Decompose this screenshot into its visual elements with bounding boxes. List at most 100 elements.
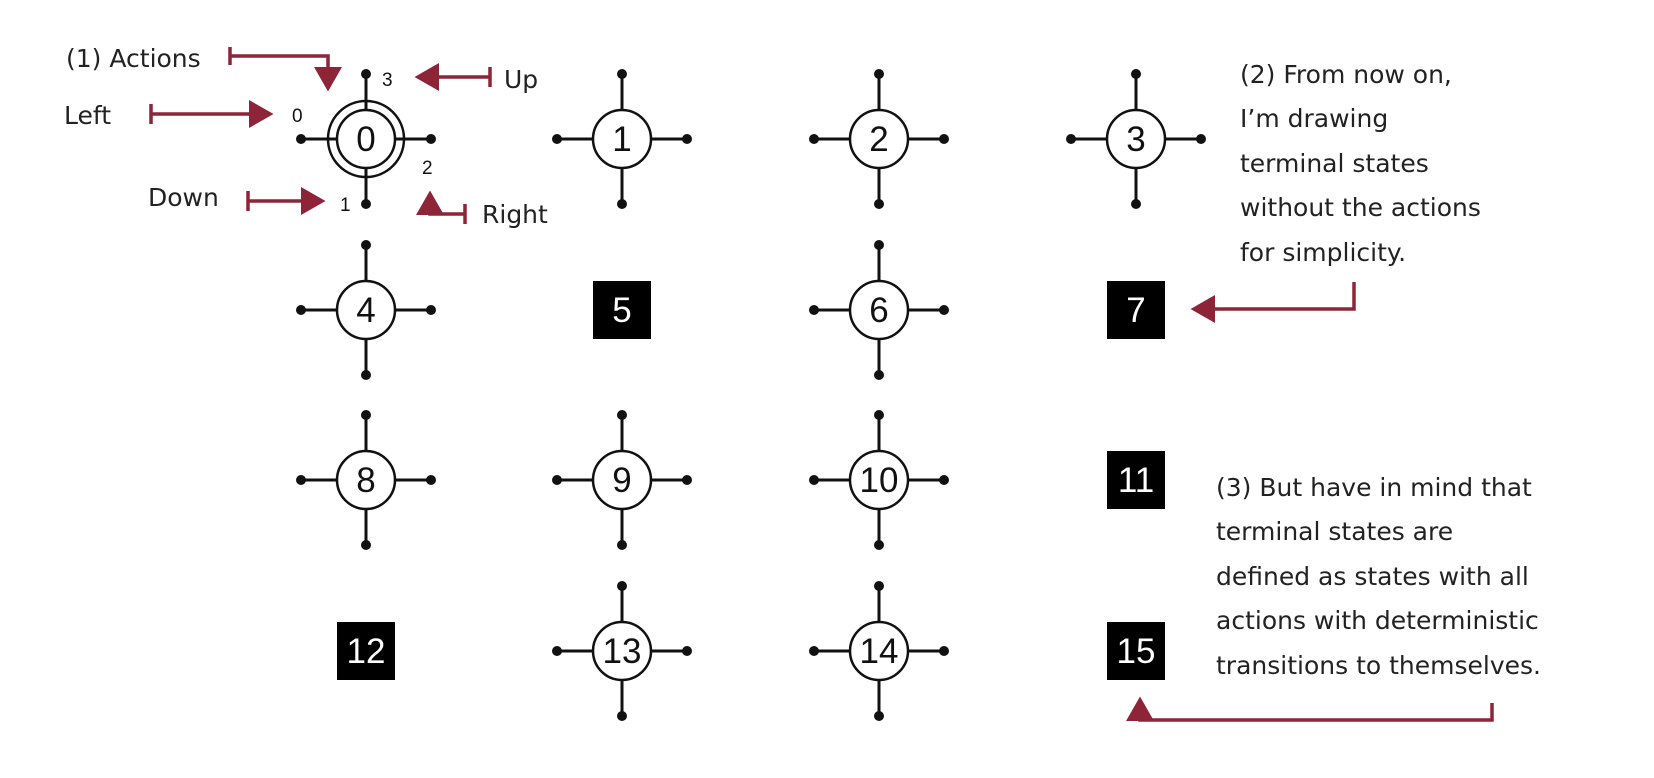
state-label: 7 — [1126, 291, 1145, 330]
up-arrow — [418, 67, 492, 87]
state-label: 13 — [603, 632, 642, 671]
state-circle — [335, 108, 397, 170]
action-endpoint — [296, 305, 306, 315]
action-endpoint — [296, 134, 306, 144]
action-endpoint — [809, 305, 819, 315]
action-endpoint — [552, 475, 562, 485]
state-label: 4 — [356, 291, 375, 330]
state-label: 9 — [612, 461, 631, 500]
state-circle — [591, 108, 653, 170]
action-endpoint — [874, 240, 884, 250]
note2-line: for simplicity. — [1240, 238, 1406, 267]
annotation-arrows — [149, 47, 1494, 720]
action-endpoint — [1131, 199, 1141, 209]
action-endpoint — [809, 134, 819, 144]
note3-line: transitions to themselves. — [1216, 651, 1541, 680]
actions-label: (1) Actions — [66, 44, 201, 73]
action-endpoint — [874, 199, 884, 209]
action-endpoint — [682, 475, 692, 485]
action-endpoint — [617, 711, 627, 721]
terminal-state: 12 — [337, 622, 395, 680]
state-label: 1 — [612, 120, 631, 159]
state-circle — [591, 449, 653, 511]
state-circle — [848, 108, 910, 170]
note2-arrow — [1194, 282, 1356, 309]
note2-line: without the actions — [1240, 193, 1481, 222]
action-endpoint — [617, 581, 627, 591]
actions-arrow — [228, 47, 328, 88]
terminal-state: 11 — [1107, 451, 1165, 509]
state-label: 11 — [1118, 461, 1154, 500]
action-endpoint — [617, 540, 627, 550]
action-endpoint — [552, 646, 562, 656]
state-label: 15 — [1117, 632, 1156, 671]
action-endpoint — [939, 305, 949, 315]
action-endpoint — [682, 646, 692, 656]
state-node: 6 — [809, 240, 949, 380]
note2-line: I’m drawing — [1240, 104, 1388, 133]
terminal-box — [1107, 281, 1165, 339]
action-endpoint — [874, 370, 884, 380]
state-circle — [1105, 108, 1167, 170]
note-terminal-definition: (3) But have in mind that terminal state… — [1216, 473, 1541, 680]
left-label: Left — [64, 101, 111, 130]
action-endpoint — [361, 240, 371, 250]
action-endpoint — [874, 581, 884, 591]
state-label: 5 — [612, 291, 631, 330]
action-endpoint — [426, 134, 436, 144]
action-endpoint — [939, 646, 949, 656]
state-label: 10 — [860, 461, 899, 500]
action-index-up: 3 — [382, 70, 393, 91]
state-label: 0 — [356, 120, 375, 159]
left-arrow — [149, 104, 270, 124]
state-circle — [335, 449, 397, 511]
note2-line: terminal states — [1240, 149, 1429, 178]
state-circle — [591, 620, 653, 682]
action-endpoint — [1131, 69, 1141, 79]
state-circle — [848, 620, 910, 682]
action-endpoint — [426, 475, 436, 485]
right-label: Right — [482, 200, 548, 229]
action-endpoint — [874, 711, 884, 721]
terminal-box — [593, 281, 651, 339]
action-endpoint — [939, 475, 949, 485]
action-endpoint — [617, 199, 627, 209]
state-node: 4 — [296, 240, 436, 380]
state-node: 10 — [809, 410, 949, 550]
state-node: 2 — [809, 69, 949, 209]
action-endpoint — [361, 199, 371, 209]
state-circle — [848, 279, 910, 341]
note3-line: actions with deterministic — [1216, 606, 1539, 635]
start-ring — [326, 99, 406, 179]
action-endpoint — [1196, 134, 1206, 144]
note-terminal-drawing: (2) From now on, I’m drawing terminal st… — [1240, 60, 1481, 267]
action-index-right: 2 — [422, 158, 433, 179]
terminal-state: 15 — [1107, 622, 1165, 680]
state-node: 8 — [296, 410, 436, 550]
note3-line: terminal states are — [1216, 517, 1453, 546]
state-node: 3 — [1066, 69, 1206, 209]
state-label: 2 — [869, 120, 888, 159]
state-circle — [848, 449, 910, 511]
down-arrow — [246, 191, 322, 211]
state-label: 14 — [860, 632, 899, 671]
action-endpoint — [361, 410, 371, 420]
action-index-left: 0 — [292, 106, 303, 127]
terminal-state: 5 — [593, 281, 651, 339]
action-endpoint — [682, 134, 692, 144]
action-endpoint — [617, 69, 627, 79]
state-node: 1 — [552, 69, 692, 209]
action-endpoint — [426, 305, 436, 315]
state-node: 13 — [552, 581, 692, 721]
terminal-box — [1107, 451, 1165, 509]
terminal-box — [337, 622, 395, 680]
state-node: 0 — [296, 69, 436, 209]
note3-line: defined as states with all — [1216, 562, 1529, 591]
action-endpoint — [361, 540, 371, 550]
note3-arrow — [1140, 700, 1494, 720]
action-index-down: 1 — [340, 195, 351, 216]
action-endpoint — [1066, 134, 1076, 144]
note2-line: (2) From now on, — [1240, 60, 1452, 89]
